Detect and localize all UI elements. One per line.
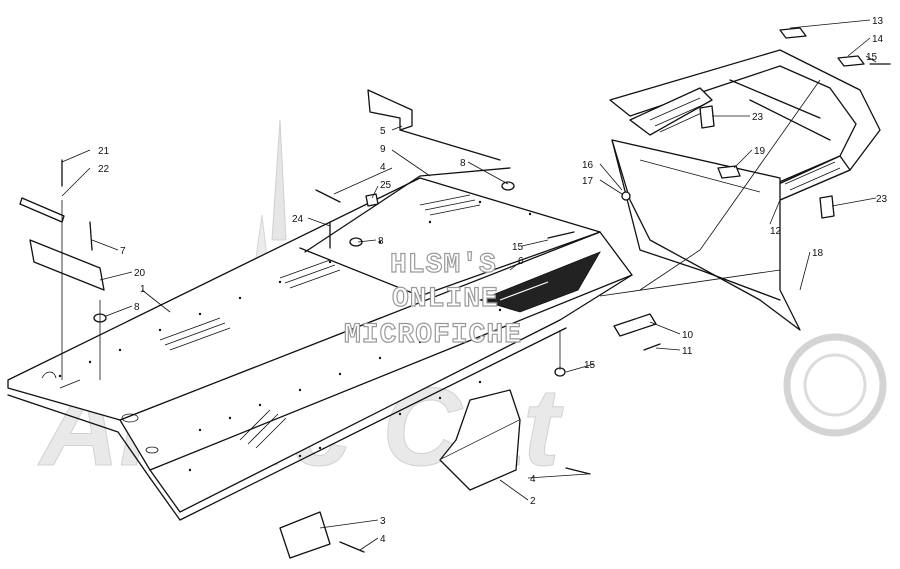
- callout-1: 1: [140, 284, 146, 295]
- callout-10: 10: [682, 330, 694, 341]
- callout-5: 5: [380, 126, 386, 137]
- callout-14: 14: [872, 34, 884, 45]
- callout-18: 18: [812, 248, 824, 259]
- callout-15b: 15: [512, 242, 524, 253]
- watermark-line-1: HLSM'S: [390, 250, 497, 281]
- rear-bumper-part-13: [609, 49, 881, 201]
- callout-4c: 4: [380, 534, 386, 545]
- callout-15: 15: [866, 52, 878, 63]
- callout-23: 23: [752, 112, 764, 123]
- callout-22: 22: [98, 164, 110, 175]
- callout-8b: 8: [378, 236, 384, 247]
- callout-7: 7: [120, 246, 126, 257]
- callout-12: 12: [770, 226, 782, 237]
- callout-21: 21: [98, 146, 110, 157]
- callout-23b: 23: [876, 194, 888, 205]
- hardware-parts: [19, 27, 891, 559]
- callout-8: 8: [460, 158, 466, 169]
- callout-4: 4: [380, 162, 386, 173]
- tunnel-part-1: [7, 177, 633, 521]
- callout-16: 16: [582, 160, 594, 171]
- watermark-text: HLSM'S ONLINE MICROFICHE: [343, 249, 522, 351]
- callout-8c: 8: [134, 302, 140, 313]
- callout-11: 11: [682, 346, 693, 357]
- watermark-line-2: ONLINE: [392, 284, 499, 315]
- callout-17: 17: [582, 176, 594, 187]
- callout-15c: 15: [584, 360, 596, 371]
- callout-4b: 4: [530, 474, 536, 485]
- callout-13: 13: [872, 16, 884, 27]
- callout-3: 3: [380, 516, 386, 527]
- callout-24: 24: [292, 214, 304, 225]
- leader-lines: [61, 19, 877, 551]
- callout-labels: 13 14 15 23 16 17 19 23 12 18 5 9 4 8 25…: [98, 16, 888, 545]
- callout-6: 6: [518, 256, 524, 267]
- callout-2: 2: [530, 496, 536, 507]
- callout-19: 19: [754, 146, 766, 157]
- top-panel-part-9: [304, 89, 511, 253]
- callout-20: 20: [134, 268, 146, 279]
- callout-9: 9: [380, 144, 386, 155]
- watermark-line-3: MICROFICHE: [344, 320, 522, 351]
- callout-25: 25: [380, 180, 392, 191]
